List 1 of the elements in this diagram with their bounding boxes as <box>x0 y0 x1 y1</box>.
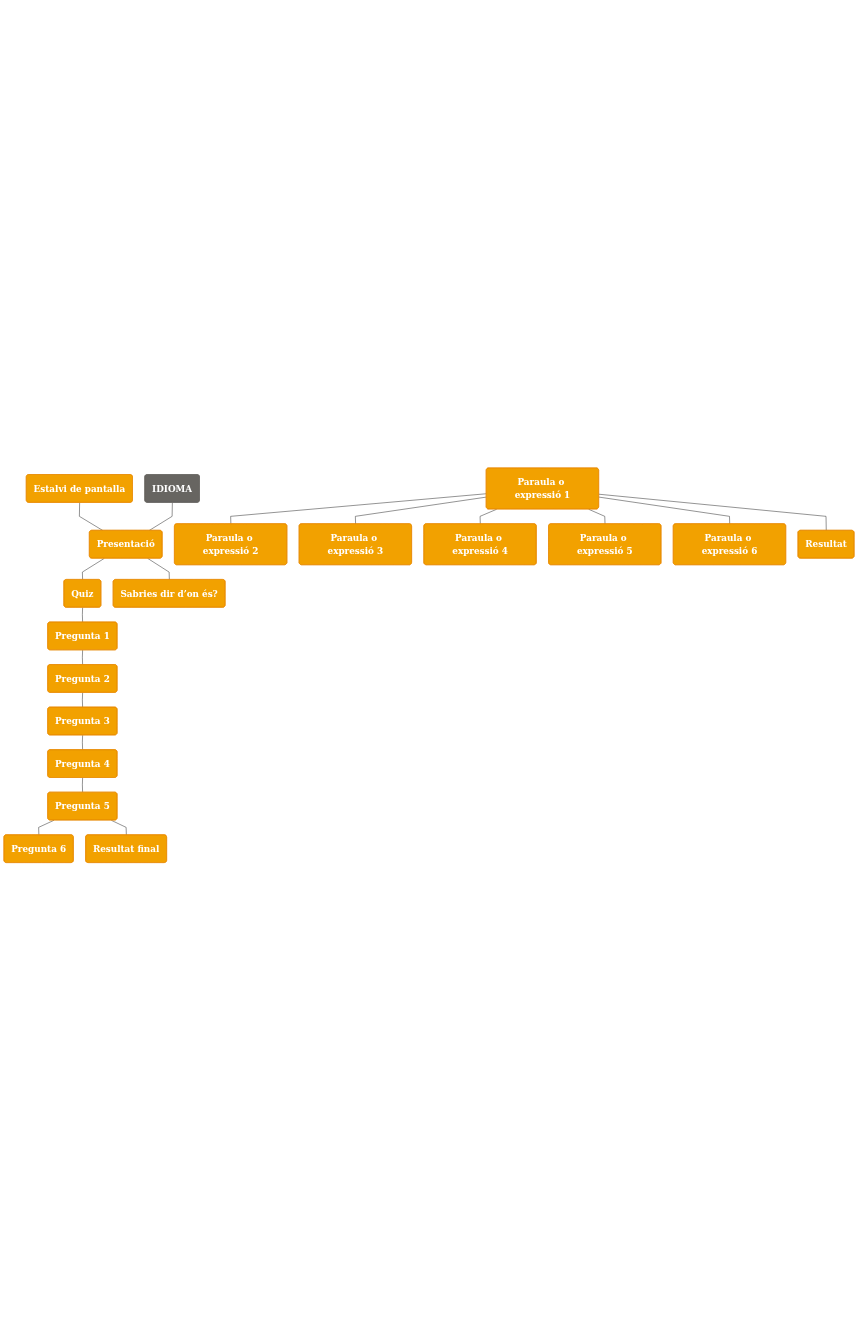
connector <box>148 502 173 531</box>
